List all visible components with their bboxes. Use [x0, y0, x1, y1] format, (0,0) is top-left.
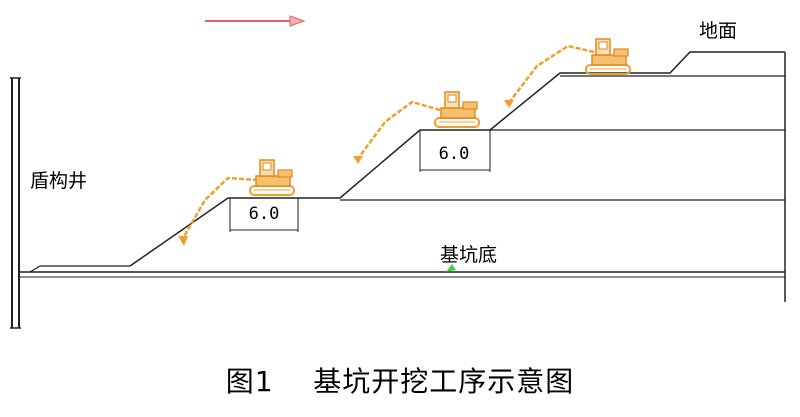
figure-title: 基坑开挖工序示意图 — [313, 365, 575, 398]
excavator-arm-2 — [355, 100, 441, 161]
figure-number: 图1 — [225, 365, 274, 398]
bucket-2 — [353, 156, 363, 164]
shield-well-label: 盾构井 — [30, 170, 88, 192]
pit-bottom-label: 基坑底 — [440, 244, 498, 266]
bench-width-label-2: 6.0 — [438, 144, 470, 164]
dimension-box-2 — [419, 130, 491, 172]
excavator-icon — [585, 38, 631, 75]
direction-arrow-icon — [205, 15, 306, 27]
dimension-box-1 — [229, 198, 299, 232]
pit-bottom-line — [19, 265, 785, 278]
bench-width-label-1: 6.0 — [248, 204, 280, 224]
survey-marker — [446, 264, 456, 272]
excavator-arm-1 — [180, 176, 259, 241]
excavator-icon — [249, 159, 295, 196]
figure-caption: 图1 基坑开挖工序示意图 — [0, 368, 800, 396]
bench-lines — [340, 75, 785, 201]
excavator-icon — [434, 91, 480, 128]
shield-well-wall — [10, 77, 21, 329]
excavation-diagram — [10, 15, 786, 329]
excavator-arm-3 — [507, 44, 595, 105]
bucket-3 — [504, 100, 514, 108]
ground-label: 地面 — [699, 20, 738, 42]
bucket-1 — [178, 236, 188, 246]
